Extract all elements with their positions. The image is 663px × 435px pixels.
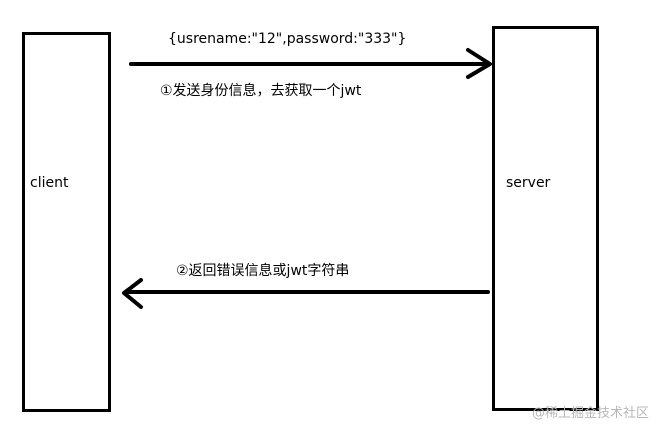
response-arrow [122, 278, 490, 309]
server-box [492, 26, 599, 411]
watermark: @稀土掘金技术社区 [531, 406, 649, 421]
request-step-label: ①发送身份信息，去获取一个jwt [160, 83, 362, 99]
response-step-label: ②返回错误信息或jwt字符串 [176, 263, 350, 279]
client-box [22, 32, 111, 412]
server-label: server [506, 175, 551, 191]
client-label: client [30, 175, 69, 191]
request-payload-label: {usrename:"12",password:"333"} [168, 31, 407, 47]
request-arrow [129, 48, 492, 79]
